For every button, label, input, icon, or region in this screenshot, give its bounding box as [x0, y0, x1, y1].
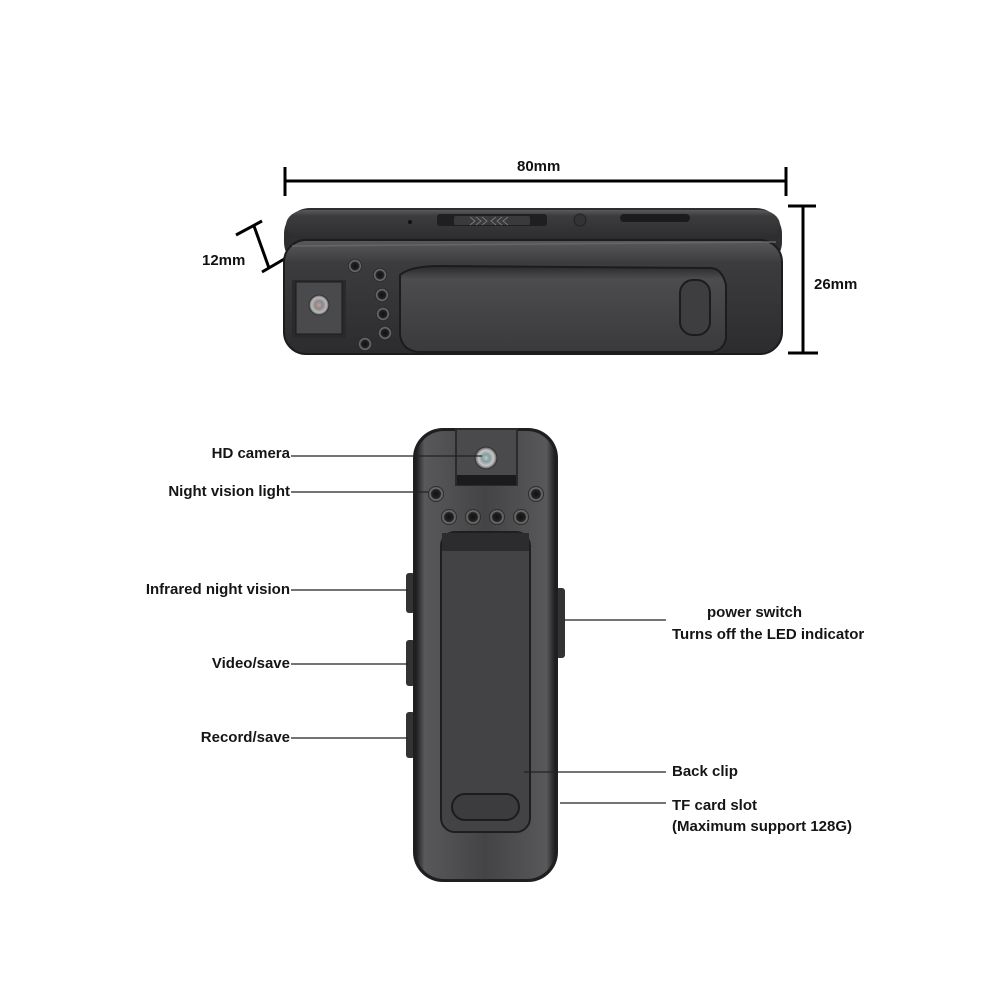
card-slot	[620, 214, 690, 222]
callout-infrared-night-vision: Infrared night vision	[145, 581, 290, 598]
ir-led-group	[348, 259, 392, 351]
night-vision-led-group	[428, 486, 544, 525]
side-button-video	[406, 640, 415, 686]
dimension-80mm-line	[283, 167, 788, 196]
device-side-view	[283, 208, 783, 355]
leader-lines	[291, 455, 666, 804]
callout-back-clip: Back clip	[672, 763, 738, 780]
callout-video-save: Video/save	[211, 655, 290, 672]
side-button-record	[406, 712, 415, 758]
back-clip-side	[399, 264, 727, 353]
dimension-26mm-line	[788, 204, 818, 355]
button-top-icon	[573, 213, 587, 227]
hd-camera-lens-icon	[474, 446, 498, 470]
callout-night-vision-light: Night vision light	[168, 483, 290, 500]
callout-power-switch-note: Turns off the LED indicator	[672, 626, 865, 643]
callout-hd-camera: HD camera	[211, 445, 290, 462]
callout-tf-card-slot: TF card slot	[672, 797, 758, 814]
camera-lens-icon	[308, 294, 330, 316]
dimension-length-label: 80mm	[517, 158, 561, 175]
dimension-12mm-line	[235, 219, 287, 274]
callout-power-switch: power switch	[707, 604, 803, 621]
back-clip	[440, 531, 531, 833]
device-front-view	[406, 428, 565, 882]
callout-tf-card-note: (Maximum support 128G)	[672, 818, 853, 835]
side-power-switch	[556, 588, 565, 658]
dimension-height-label: 26mm	[814, 276, 858, 293]
mic-hole-icon	[408, 220, 412, 224]
side-button-infrared	[406, 573, 415, 613]
callout-record-save: Record/save	[200, 729, 290, 746]
dimension-thickness-label: 12mm	[202, 252, 246, 269]
